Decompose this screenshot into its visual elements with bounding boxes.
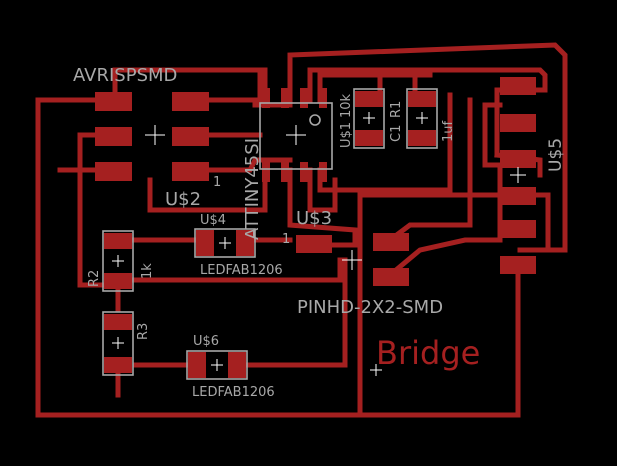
avr-pad-5[interactable] [95,162,132,181]
label-r1: R1 [389,101,404,118]
u4-pad-2[interactable] [236,230,254,256]
origin-cross-c1 [416,112,428,124]
label-bridge: Bridge [376,334,480,372]
silkscreen-labels: AVRISPSMD U$2 1 ATTINY45SI U$4 LEDFAB120… [73,65,566,400]
r3-pad-1[interactable] [104,314,132,330]
origin-cross-avr [145,125,165,145]
origin-cross-u5 [510,167,526,183]
u5-pad-4[interactable] [500,187,536,205]
label-c1-value: 1uf [441,120,456,142]
attiny-pad-top-3[interactable] [300,88,308,108]
avr-pad-3[interactable] [95,127,132,146]
silkscreen-outlines [102,88,438,380]
r1-pad-2[interactable] [355,130,383,146]
origin-cross-u3 [342,250,362,270]
origin-cross-bridge [370,364,382,376]
label-r2-value: 1k [140,263,155,279]
attiny-pad-bottom-3[interactable] [300,162,308,182]
u5-pad-3[interactable] [500,150,536,168]
u5-pads [500,77,536,274]
label-u1: U$1 [339,122,354,148]
u3-pinhd-pads [296,233,409,286]
label-pinhd: PINHD-2X2-SMD [297,297,443,318]
avrispsmd-pads [95,92,209,181]
avr-pad-1[interactable] [95,92,132,111]
label-r2: R2 [87,270,102,287]
attiny-pin1-marker [309,114,321,126]
label-u2-pin1: 1 [213,175,221,190]
label-u2: U$2 [165,189,201,210]
u4-outline [194,228,256,258]
u6-led-pads [188,352,246,378]
avr-pad-6[interactable] [172,162,209,181]
r2-pad-2[interactable] [104,273,132,289]
u5-pad-5[interactable] [500,220,536,238]
label-ledfab-2: LEDFAB1206 [192,385,275,400]
u5-pad-6[interactable] [500,256,536,274]
r2-pad-1[interactable] [104,233,132,249]
r2-pads [104,233,132,289]
u5-pad-1[interactable] [500,77,536,95]
attiny-pads [262,88,327,182]
attiny-pad-top-4[interactable] [319,88,327,108]
origin-markers [112,112,526,376]
attiny-pad-bottom-4[interactable] [319,162,327,182]
origin-cross-u6 [211,359,223,371]
origin-cross-r2 [112,255,124,267]
u3-pad-3[interactable] [373,268,409,286]
origin-cross-r1 [363,112,375,124]
c1-pad-1[interactable] [408,91,436,107]
r1-outline [353,88,385,149]
u6-outline [186,350,248,380]
label-c1: C1 [389,125,404,142]
label-u4: U$4 [200,213,226,228]
c1-pads [408,91,436,146]
label-r3: R3 [136,323,151,340]
label-u6: U$6 [193,334,219,349]
origin-cross-r3 [112,337,124,349]
u6-pad-1[interactable] [188,352,206,378]
origin-cross-u4 [219,237,231,249]
label-attiny: ATTINY45SI [242,138,263,240]
r2-outline [102,230,134,292]
r1-pad-1[interactable] [355,91,383,107]
label-u3-pin1: 1 [282,232,290,247]
avr-pad-4[interactable] [172,127,209,146]
label-ledfab-1: LEDFAB1206 [200,263,283,278]
attiny-pad-bottom-2[interactable] [281,162,289,182]
label-r1-value: 10k [339,93,354,118]
attiny-outline [259,102,333,170]
r1-pads [355,91,383,146]
label-u5: U$5 [546,138,566,172]
attiny-pad-top-2[interactable] [281,88,289,108]
avr-pad-2[interactable] [172,92,209,111]
r3-pad-2[interactable] [104,357,132,373]
u3-pad-1[interactable] [296,235,332,253]
u4-pad-1[interactable] [196,230,214,256]
r3-pads [104,314,132,373]
u4-led-pads [196,230,254,256]
label-u3: U$3 [296,208,332,229]
u5-pad-2[interactable] [500,114,536,132]
u6-pad-2[interactable] [228,352,246,378]
c1-pad-2[interactable] [408,130,436,146]
c1-outline [406,88,438,149]
attiny-pad-top-1[interactable] [262,88,270,108]
origin-cross-attiny [286,125,306,145]
u3-pad-2[interactable] [373,233,409,251]
label-avrispsmd: AVRISPSMD [73,65,177,86]
r3-outline [102,311,134,376]
attiny-pad-bottom-1[interactable] [262,162,270,182]
